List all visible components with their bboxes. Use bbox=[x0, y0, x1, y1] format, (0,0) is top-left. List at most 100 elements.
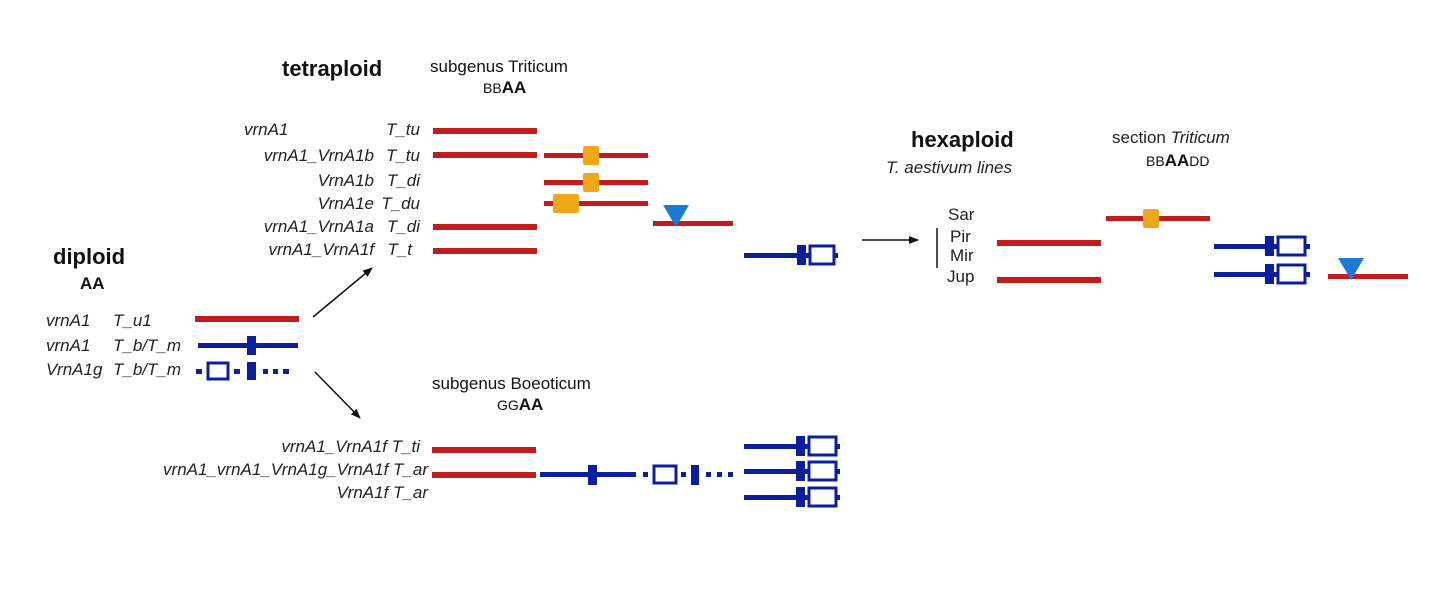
red-bar bbox=[433, 152, 537, 158]
blue-dash bbox=[196, 369, 202, 374]
red-bar bbox=[997, 277, 1101, 283]
blue-marker bbox=[796, 436, 805, 456]
blue-dash bbox=[273, 369, 278, 374]
blue-bar-with-box bbox=[744, 460, 840, 482]
blue-dash bbox=[234, 369, 240, 374]
diploid-row-2-gene: vrnA1 bbox=[46, 336, 90, 355]
blue-bar-with-box bbox=[1214, 263, 1310, 285]
blue-open-box bbox=[808, 244, 836, 266]
tetra-row-5-gene: vrnA1_VrnA1a bbox=[264, 217, 374, 236]
section-triticum-genome: BBAADD bbox=[1146, 151, 1209, 170]
blue-open-box bbox=[807, 435, 838, 457]
blue-bar bbox=[744, 495, 840, 500]
tetra-row-3-species: T_di bbox=[387, 171, 421, 190]
orange-box bbox=[553, 194, 579, 213]
blue-dash bbox=[643, 472, 648, 477]
red-bar bbox=[432, 447, 536, 453]
blue-marker bbox=[796, 461, 805, 481]
section-triticum-label: section Triticum bbox=[1112, 128, 1230, 147]
blue-open-box bbox=[652, 464, 678, 485]
blue-bar bbox=[1214, 244, 1310, 249]
gene: vrnA1_vrnA1_VrnA1g_VrnA1f bbox=[163, 460, 391, 479]
boeoticum-row-3-label: VrnA1f T_ar bbox=[337, 483, 430, 502]
red-bar bbox=[544, 201, 648, 206]
blue-marker bbox=[691, 465, 699, 485]
subgenus-boeoticum-genome: GGAA bbox=[497, 395, 543, 414]
blue-dash bbox=[283, 369, 289, 374]
blue-bar-with-box bbox=[744, 486, 840, 508]
blue-marker bbox=[247, 336, 256, 355]
blue-bar-with-box bbox=[744, 435, 840, 457]
hexaploid-line-jup: Jup bbox=[947, 267, 974, 286]
blue-open-box bbox=[807, 460, 838, 482]
triangle-marker bbox=[663, 205, 689, 227]
blue-bar bbox=[1214, 272, 1310, 277]
blue-bar bbox=[744, 253, 838, 258]
red-bar bbox=[997, 240, 1101, 246]
diploid-heading: diploid bbox=[53, 244, 125, 269]
blue-bar-with-marker bbox=[198, 336, 298, 355]
blue-dash bbox=[717, 472, 722, 477]
boeoticum-row-1-label: vrnA1_VrnA1f T_ti bbox=[281, 437, 421, 456]
blue-marker bbox=[247, 362, 256, 380]
gene: vrnA1_VrnA1f bbox=[281, 437, 389, 456]
tetra-row-1-species: T_tu bbox=[386, 120, 421, 139]
hexaploid-line-pir: Pir bbox=[950, 227, 971, 246]
blue-open-box bbox=[206, 361, 230, 381]
blue-marker bbox=[1265, 236, 1274, 256]
tetra-row-2-gene: vrnA1_VrnA1b bbox=[264, 146, 374, 165]
genome-bold: AA bbox=[502, 78, 527, 97]
triangle-marker bbox=[1338, 258, 1364, 280]
blue-marker bbox=[588, 465, 597, 485]
subgenus-triticum-label: subgenus Triticum bbox=[430, 57, 568, 76]
tetra-row-4-gene: VrnA1e bbox=[318, 194, 374, 213]
tetraploid-heading: tetraploid bbox=[282, 56, 382, 81]
genome-bold: AA bbox=[1165, 151, 1190, 170]
tetra-row-6-gene: vrnA1_VrnA1f bbox=[268, 240, 376, 259]
blue-open-box bbox=[1276, 263, 1307, 285]
blue-dashed-insertion bbox=[196, 361, 289, 381]
blue-bar bbox=[744, 469, 840, 474]
boeoticum-row-2-label: vrnA1_vrnA1_VrnA1g_VrnA1f T_ar bbox=[163, 460, 429, 479]
diploid-row-1-gene: vrnA1 bbox=[46, 311, 90, 330]
blue-bar-with-box bbox=[1214, 235, 1310, 257]
section-italic: Triticum bbox=[1171, 128, 1230, 147]
subgenus-triticum-genome: BBAA bbox=[483, 78, 526, 97]
blue-bar-with-box bbox=[744, 244, 838, 266]
species: T_ti bbox=[392, 437, 422, 456]
red-bar bbox=[653, 221, 733, 226]
diploid-row-1-species: T_u1 bbox=[113, 311, 152, 330]
diploid-genome: AA bbox=[80, 274, 105, 293]
genome-prefix: GG bbox=[497, 397, 519, 413]
blue-dash bbox=[728, 472, 733, 477]
genome-bold: AA bbox=[519, 395, 544, 414]
red-bar bbox=[195, 316, 299, 322]
orange-box bbox=[1143, 209, 1159, 228]
red-bar bbox=[433, 224, 537, 230]
genome-prefix: BB bbox=[1146, 153, 1165, 169]
blue-dash bbox=[263, 369, 268, 374]
arrow-to-boeoticum bbox=[314, 371, 361, 419]
tetra-row-5-species: T_di bbox=[387, 217, 421, 236]
blue-dashed-insertion bbox=[540, 464, 733, 485]
blue-marker bbox=[1265, 264, 1274, 284]
species: T_ar bbox=[393, 460, 429, 479]
section-prefix: section bbox=[1112, 128, 1171, 147]
tetra-row-6-species: T_t bbox=[387, 240, 413, 259]
blue-open-box bbox=[807, 486, 838, 508]
tetra-row-3-gene: VrnA1b bbox=[318, 171, 374, 190]
tetra-row-1-gene: vrnA1 bbox=[244, 120, 288, 139]
hexaploid-lines-label: T. aestivum lines bbox=[886, 158, 1012, 177]
red-bar bbox=[1328, 274, 1408, 279]
hexaploid-line-mir: Mir bbox=[950, 246, 974, 265]
blue-marker bbox=[796, 487, 805, 507]
blue-marker bbox=[797, 245, 806, 265]
blue-dash bbox=[681, 472, 686, 477]
red-bar bbox=[433, 248, 537, 254]
gene: VrnA1f bbox=[337, 483, 391, 502]
genome-prefix: BB bbox=[483, 80, 502, 96]
diploid-row-2-species: T_b/T_m bbox=[113, 336, 181, 355]
hexaploid-heading: hexaploid bbox=[911, 127, 1014, 152]
blue-bar bbox=[744, 444, 840, 449]
